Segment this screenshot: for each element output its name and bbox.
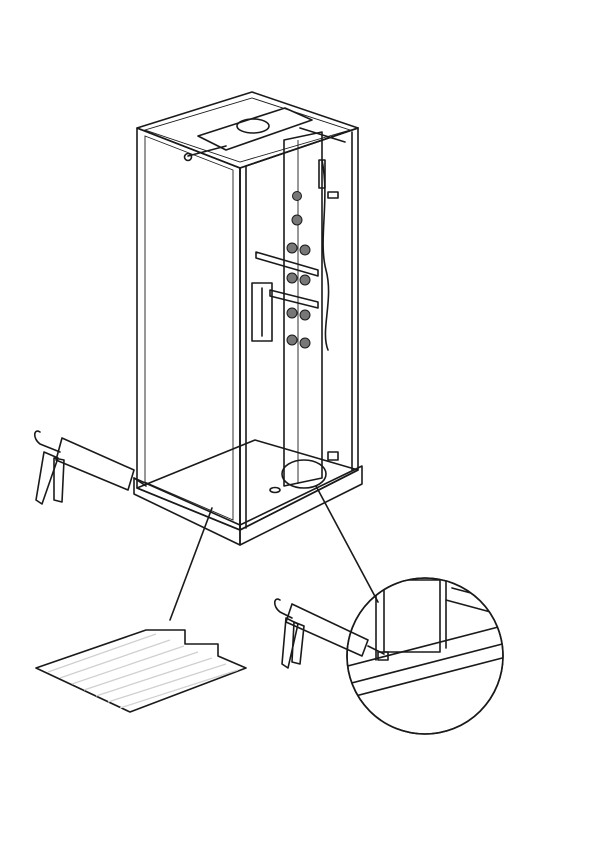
shower-column: [283, 131, 323, 487]
shower-tray-side: [239, 465, 363, 546]
detail-pointer-line: [315, 485, 379, 603]
cabin-roof: [136, 91, 359, 169]
shower-tray-front: [133, 477, 241, 546]
shelf-upper: [255, 251, 319, 277]
door-handle: [251, 282, 273, 342]
shelf-lower: [269, 289, 319, 309]
detail-magnifier-circle: [346, 577, 504, 735]
back-wall: [239, 127, 359, 531]
detail-marker-ellipse: [281, 459, 327, 489]
shower-hose: [321, 159, 330, 351]
roof-vent: [236, 118, 270, 134]
shower-tray-top: [136, 439, 359, 531]
caulking-gun-icon: [33, 430, 147, 505]
drain: [269, 486, 281, 494]
roof-module: [197, 107, 313, 151]
mat-pointer-line: [169, 507, 213, 621]
caulking-gun-icon-detail: [273, 598, 385, 669]
shower-cabin-drawing: [133, 91, 363, 546]
anti-slip-mat-drawing: [35, 629, 247, 713]
left-glass-panel: [136, 127, 241, 531]
body-jets: [286, 191, 311, 349]
